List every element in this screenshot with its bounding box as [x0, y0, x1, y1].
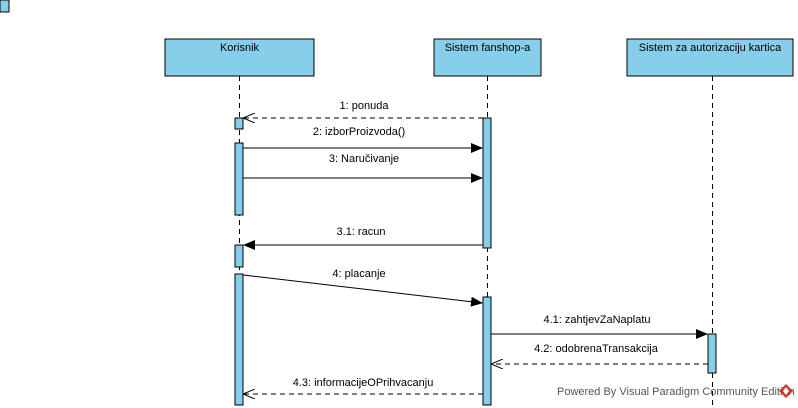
watermark-text: Powered By Visual Paradigm Community Edi…	[557, 386, 795, 398]
activation-bar	[234, 142, 244, 216]
message-2-izborproizvoda: 2: izborProizvoda()	[243, 126, 483, 153]
message-label: 4: placanje	[332, 268, 385, 280]
activation-bar	[482, 117, 492, 249]
message-3-narucivanje: 3: Naručivanje	[243, 153, 483, 183]
message-label: 3.1: racun	[337, 226, 386, 238]
message-4-3-informacijeoprihvacanju: 4.3: informacijeOPrihvacanju	[244, 377, 483, 394]
activation-bar	[482, 296, 492, 406]
activation-bar	[234, 273, 244, 406]
message-3-1-racun: 3.1: racun	[243, 226, 483, 250]
message-4-2-odobrenatransakcija: 4.2: odobrenaTransakcija	[492, 343, 708, 364]
activation-bar	[234, 244, 244, 268]
lifeline-korisnik-label: Korisnik	[220, 42, 260, 54]
message-label: 4.2: odobrenaTransakcija	[534, 343, 659, 355]
message-4-1-zahtjevzanaplatu: 4.1: zahtjevZaNaplatu	[491, 314, 708, 339]
lifeline-auth-label: Sistem za autorizaciju kartica	[639, 42, 782, 54]
message-1-ponuda: 1: ponuda	[244, 100, 483, 118]
lifeline-fanshop-label: Sistem fanshop-a	[445, 42, 531, 54]
message-label: 3: Naručivanje	[329, 153, 399, 165]
message-label: 4.1: zahtjevZaNaplatu	[543, 314, 650, 326]
message-label: 2: izborProizvoda()	[313, 126, 405, 138]
activation-bar	[707, 333, 717, 374]
activation-bar	[234, 117, 244, 130]
lifeline-auth: Sistem za autorizaciju kartica	[626, 38, 794, 405]
visual-paradigm-logo-icon	[779, 384, 793, 398]
message-4-placanje: 4: placanje	[242, 268, 483, 307]
lifeline-korisnik: Korisnik	[164, 38, 315, 405]
message-label: 1: ponuda	[340, 100, 390, 112]
corner-marker	[0, 0, 10, 13]
message-label: 4.3: informacijeOPrihvacanju	[293, 377, 434, 389]
